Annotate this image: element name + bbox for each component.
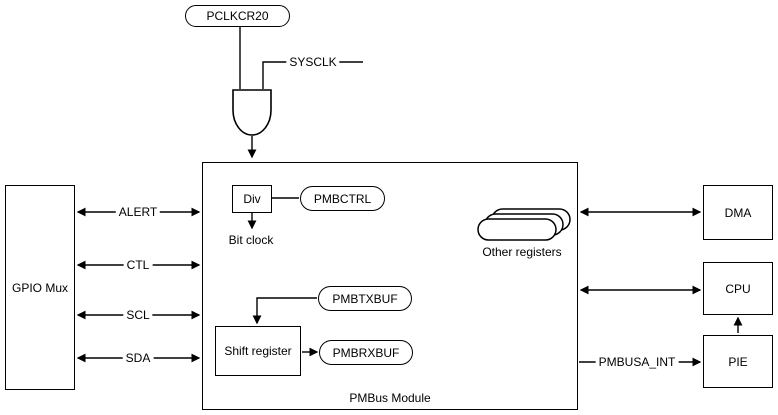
pmbtxbuf-label: PMBTXBUF — [332, 291, 398, 306]
pmbusa-int-label: PMBUSA_INT — [595, 355, 679, 369]
sysclk-label: SYSCLK — [286, 55, 340, 69]
alert-signal-label: ALERT — [115, 205, 161, 219]
pmbrxbuf-register: PMBRXBUF — [319, 340, 413, 365]
shift-register-label: Shift register — [224, 344, 292, 358]
div-label: Div — [243, 192, 261, 206]
scl-signal-label: SCL — [123, 308, 153, 322]
ctl-signal-label: CTL — [123, 258, 153, 272]
pmbrxbuf-label: PMBRXBUF — [332, 345, 400, 360]
other-registers-label: Other registers — [482, 245, 562, 259]
pie-label: PIE — [728, 354, 748, 369]
pmbtxbuf-to-shift-arrow — [252, 297, 317, 325]
gpio-mux-box: GPIO Mux — [5, 185, 75, 390]
other-registers-stack-icon — [477, 208, 571, 241]
pmbtxbuf-register: PMBTXBUF — [318, 286, 412, 311]
bit-clock-label: Bit clock — [228, 233, 274, 247]
pclkcr20-register: PCLKCR20 — [185, 5, 290, 27]
gpio-mux-label: GPIO Mux — [11, 280, 68, 295]
pmbctrl-register: PMBCTRL — [300, 186, 385, 211]
dma-box: DMA — [703, 185, 773, 240]
pmbus-module-label: PMBus Module — [349, 391, 431, 405]
clock-gate-icon — [232, 89, 272, 136]
pie-box: PIE — [703, 335, 773, 388]
div-box: Div — [232, 185, 272, 213]
pmbus-module-box: PMBus Module — [202, 162, 578, 410]
pclkcr20-label: PCLKCR20 — [206, 9, 269, 23]
cpu-label: CPU — [725, 281, 751, 296]
sda-signal-label: SDA — [122, 351, 154, 365]
shift-register-box: Shift register — [215, 326, 301, 376]
cpu-box: CPU — [703, 262, 773, 315]
pmbctrl-label: PMBCTRL — [313, 191, 372, 206]
dma-label: DMA — [724, 205, 752, 220]
